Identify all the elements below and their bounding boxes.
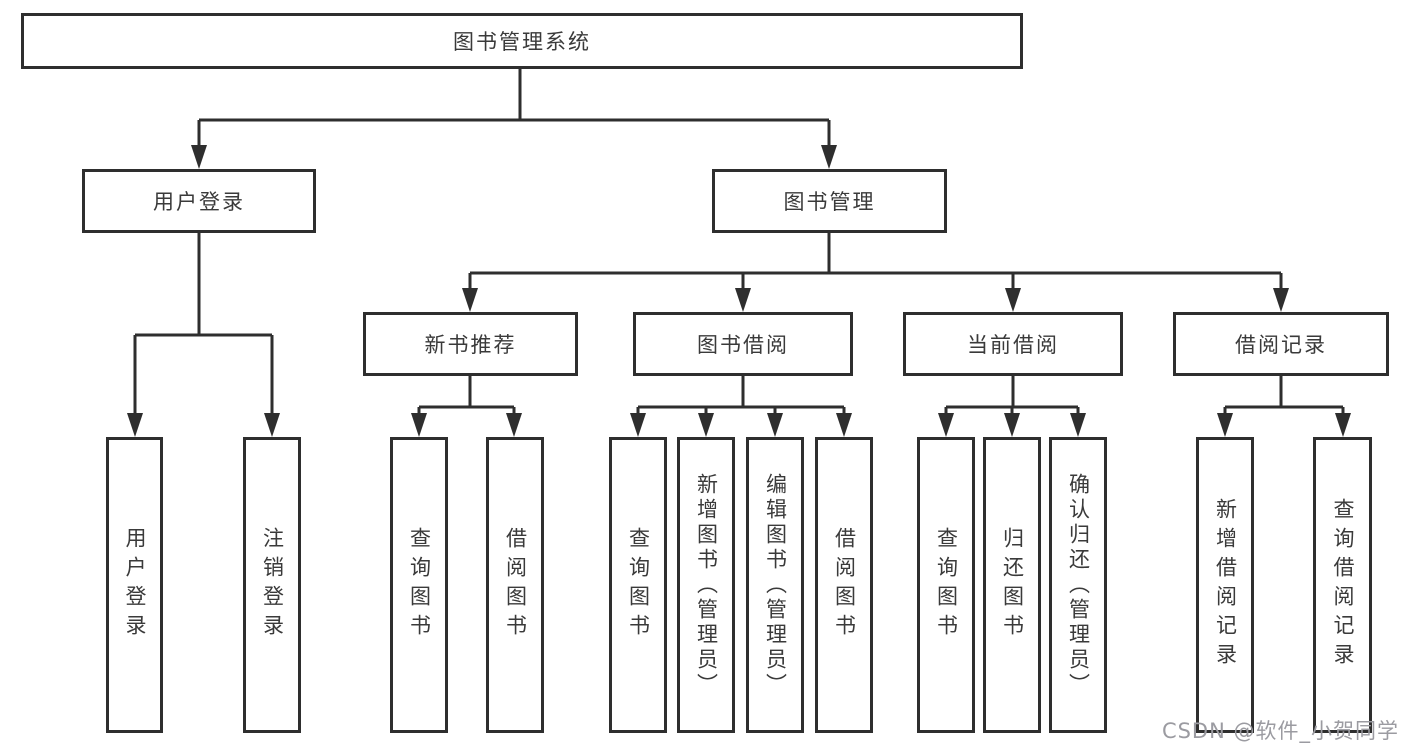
leaf-add-books-admin: 新增图书（管理员） <box>677 437 735 733</box>
node-book-management: 图书管理 <box>712 169 947 233</box>
node-label: 借阅记录 <box>1235 333 1327 357</box>
leaf-logout-login: 注销登录 <box>243 437 301 733</box>
leaf-borrow-books-recommend: 借阅图书 <box>486 437 544 733</box>
leaf-edit-books-admin: 编辑图书（管理员） <box>746 437 804 733</box>
node-label: 借阅图书 <box>503 527 528 643</box>
leaf-user-login: 用户登录 <box>106 437 163 733</box>
node-current-borrowing: 当前借阅 <box>903 312 1123 376</box>
leaf-add-borrow-record: 新增借阅记录 <box>1196 437 1254 733</box>
node-label: 用户登录 <box>123 527 147 643</box>
node-user-login: 用户登录 <box>82 169 316 233</box>
node-label: 新增借阅记录 <box>1213 498 1238 672</box>
leaf-query-borrow-record: 查询借阅记录 <box>1313 437 1372 733</box>
csdn-watermark: CSDN @软件_小贺同学 <box>1161 719 1399 743</box>
node-label: 新书推荐 <box>424 333 517 357</box>
node-label: 查询图书 <box>407 527 432 643</box>
arrowheads <box>127 145 1351 437</box>
node-label: 归还图书 <box>1000 527 1025 643</box>
node-borrowing-records: 借阅记录 <box>1173 312 1389 376</box>
leaf-query-books-current: 查询图书 <box>917 437 975 733</box>
node-label: 确认归还（管理员） <box>1066 472 1091 698</box>
node-label: 查询图书 <box>934 527 959 643</box>
leaf-confirm-return-admin: 确认归还（管理员） <box>1049 437 1107 733</box>
leaf-return-books: 归还图书 <box>983 437 1041 733</box>
leaf-query-books-recommend: 查询图书 <box>390 437 448 733</box>
node-label: 注销登录 <box>260 527 285 643</box>
node-label: 编辑图书（管理员） <box>763 472 788 698</box>
connector-edges <box>133 69 1345 416</box>
node-book-borrowing: 图书借阅 <box>633 312 853 376</box>
node-label: 查询图书 <box>626 527 651 643</box>
leaf-query-books-borrowing: 查询图书 <box>609 437 667 733</box>
leaf-borrow-books: 借阅图书 <box>815 437 873 733</box>
node-label: 当前借阅 <box>967 333 1059 357</box>
node-label: 查询借阅记录 <box>1331 498 1355 672</box>
node-library-system: 图书管理系统 <box>21 13 1023 69</box>
node-new-book-recommendation: 新书推荐 <box>363 312 578 376</box>
node-label: 新增图书（管理员） <box>694 472 719 698</box>
node-label: 图书借阅 <box>697 333 789 357</box>
node-label: 图书管理系统 <box>453 30 591 54</box>
node-label: 图书管理 <box>783 190 876 214</box>
node-label: 借阅图书 <box>832 527 857 643</box>
node-label: 用户登录 <box>153 190 245 214</box>
